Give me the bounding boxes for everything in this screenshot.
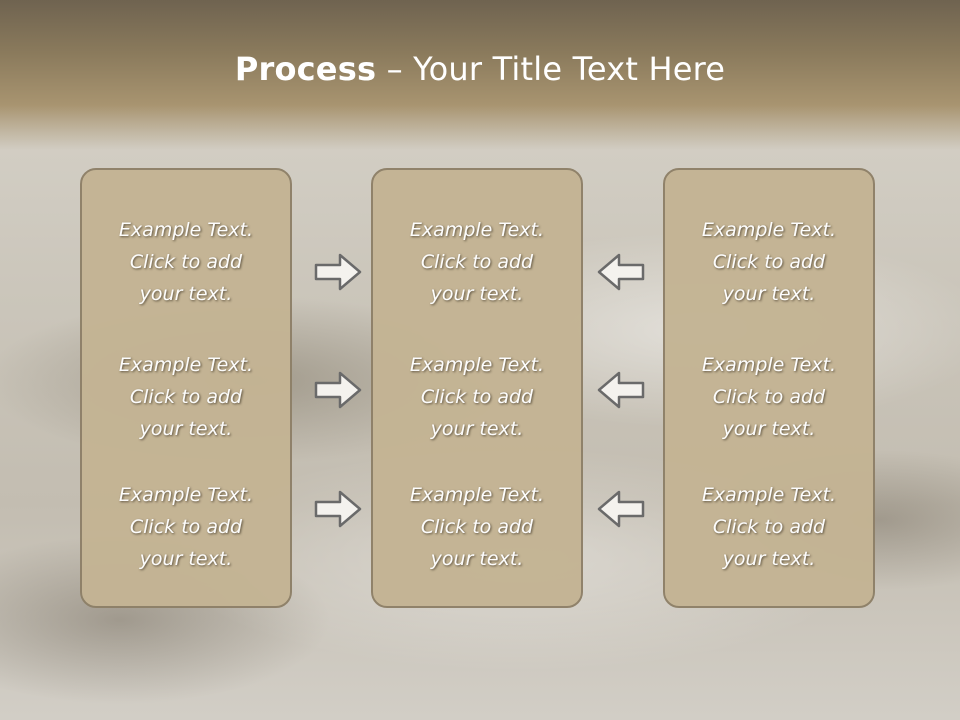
title-bold: Process — [234, 50, 377, 88]
text-block[interactable]: Example Text. Click to add your text. — [82, 349, 290, 445]
text-line: your text. — [139, 283, 233, 305]
text-line: Example Text. — [118, 484, 254, 506]
text-block[interactable]: Example Text. Click to add your text. — [665, 349, 873, 445]
text-line: your text. — [722, 283, 816, 305]
text-line: Click to add — [129, 386, 243, 408]
text-line: Click to add — [712, 386, 826, 408]
text-line: Example Text. — [701, 219, 837, 241]
right-arrow-icon[interactable] — [314, 489, 362, 529]
text-block[interactable]: Example Text. Click to add your text. — [665, 479, 873, 575]
text-line: Click to add — [712, 251, 826, 273]
text-line: Example Text. — [409, 484, 545, 506]
text-line: your text. — [139, 418, 233, 440]
header-band — [0, 0, 960, 150]
text-line: Example Text. — [701, 484, 837, 506]
left-arrow-icon[interactable] — [597, 252, 645, 292]
text-block[interactable]: Example Text. Click to add your text. — [373, 479, 581, 575]
text-line: your text. — [430, 548, 524, 570]
left-arrow-icon[interactable] — [597, 370, 645, 410]
process-box-center[interactable]: Example Text. Click to add your text. Ex… — [371, 168, 583, 608]
text-line: your text. — [722, 548, 816, 570]
text-block[interactable]: Example Text. Click to add your text. — [82, 214, 290, 310]
text-line: your text. — [139, 548, 233, 570]
text-block[interactable]: Example Text. Click to add your text. — [373, 349, 581, 445]
title-rest: – Your Title Text Here — [376, 50, 726, 88]
text-line: Example Text. — [701, 354, 837, 376]
text-line: Click to add — [420, 516, 534, 538]
right-arrow-icon[interactable] — [314, 370, 362, 410]
process-box-right[interactable]: Example Text. Click to add your text. Ex… — [663, 168, 875, 608]
slide-title[interactable]: Process – Your Title Text Here — [0, 50, 960, 88]
text-block[interactable]: Example Text. Click to add your text. — [665, 214, 873, 310]
text-line: Click to add — [712, 516, 826, 538]
text-line: Example Text. — [118, 219, 254, 241]
left-arrow-icon[interactable] — [597, 489, 645, 529]
text-line: Click to add — [420, 251, 534, 273]
text-line: Example Text. — [409, 219, 545, 241]
text-block[interactable]: Example Text. Click to add your text. — [82, 479, 290, 575]
text-line: Example Text. — [409, 354, 545, 376]
text-line: Click to add — [420, 386, 534, 408]
text-line: Click to add — [129, 516, 243, 538]
text-block[interactable]: Example Text. Click to add your text. — [373, 214, 581, 310]
text-line: your text. — [430, 418, 524, 440]
text-line: your text. — [430, 283, 524, 305]
process-box-left[interactable]: Example Text. Click to add your text. Ex… — [80, 168, 292, 608]
text-line: Click to add — [129, 251, 243, 273]
text-line: your text. — [722, 418, 816, 440]
text-line: Example Text. — [118, 354, 254, 376]
right-arrow-icon[interactable] — [314, 252, 362, 292]
